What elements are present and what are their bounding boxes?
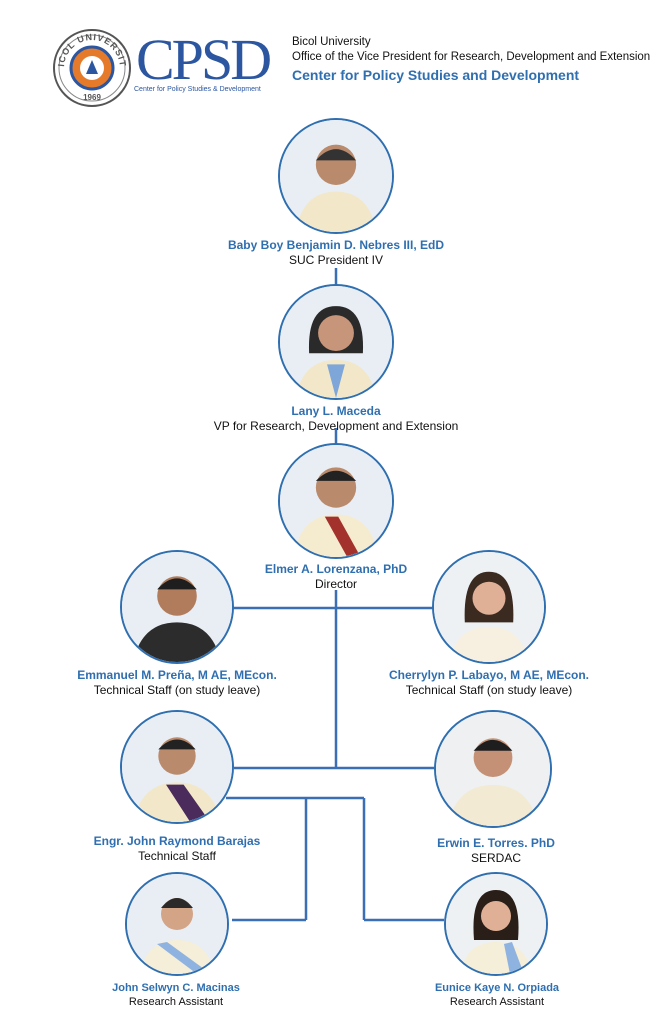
person-name: Elmer A. Lorenzana, PhD <box>264 562 408 576</box>
university-seal-logo: BICOL UNIVERSITY 1969 <box>48 20 132 108</box>
person-photo <box>434 710 552 828</box>
person-role: Technical Staff (on study leave) <box>405 683 573 697</box>
header-center: Center for Policy Studies and Developmen… <box>292 67 580 83</box>
person-name: Lany L. Maceda <box>291 404 381 418</box>
person-photo <box>444 872 548 976</box>
person-photo <box>125 872 229 976</box>
person-role: SERDAC <box>470 851 522 865</box>
person-name: John Selwyn C. Macinas <box>112 982 240 994</box>
person-role: VP for Research, Development and Extensi… <box>213 419 459 433</box>
person-role: Research Assistant <box>128 996 224 1008</box>
person-photo <box>278 118 394 234</box>
cpsd-logo-subtitle: Center for Policy Studies & Development <box>134 86 261 93</box>
person-name: Cherrylyn P. Labayo, M AE, MEcon. <box>388 668 590 682</box>
person-role: Technical Staff (on study leave) <box>93 683 261 697</box>
person-photo <box>120 710 234 824</box>
person-role: Director <box>314 577 358 591</box>
person-photo <box>278 284 394 400</box>
person-role: Technical Staff <box>138 849 216 863</box>
header-university: Bicol University <box>292 36 371 48</box>
person-name: Engr. John Raymond Barajas <box>93 834 261 848</box>
seal-year: 1969 <box>83 93 101 102</box>
header-office: Office of the Vice President for Researc… <box>292 51 651 63</box>
person-photo <box>278 443 394 559</box>
person-name: Erwin E. Torres. PhD <box>437 836 555 850</box>
person-role: SUC President IV <box>288 253 384 267</box>
person-name: Eunice Kaye N. Orpiada <box>434 982 560 994</box>
person-role: Research Assistant <box>449 996 545 1008</box>
person-name: Emmanuel M. Preña, M AE, MEcon. <box>77 668 277 682</box>
person-photo <box>120 550 234 664</box>
cpsd-logo: CPSD <box>136 27 272 92</box>
person-name: Baby Boy Benjamin D. Nebres III, EdD <box>227 238 445 252</box>
person-photo <box>432 550 546 664</box>
